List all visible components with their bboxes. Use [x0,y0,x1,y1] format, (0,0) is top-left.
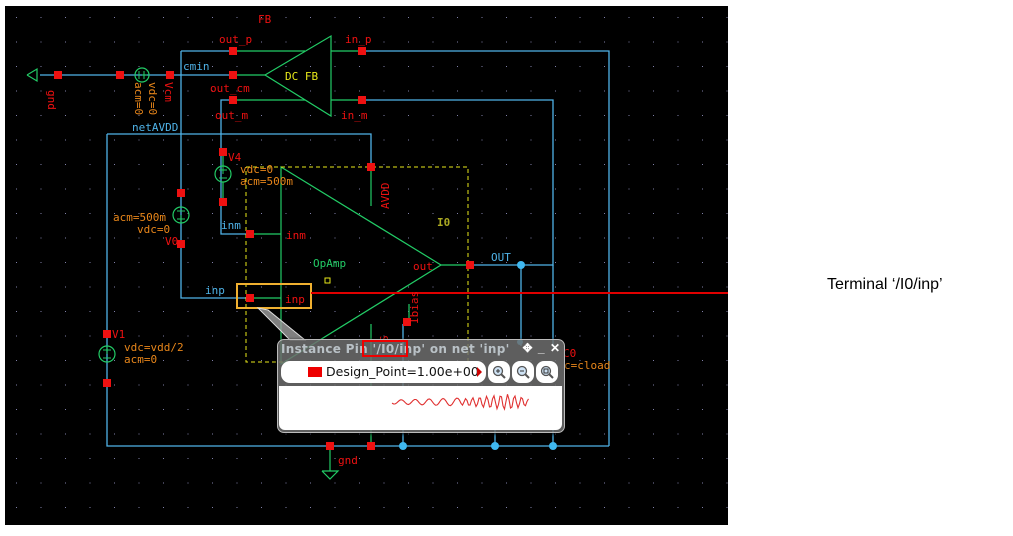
waveform-trace [391,394,529,411]
v1-acm-label: acm=0 [124,353,157,366]
c0-value-label: c=cload [564,359,610,372]
zoom-out-button[interactable] [512,361,534,383]
inp-pin-label: inp [285,293,305,306]
popup-title[interactable]: Instance Pin '/I0/inp' on net 'inp' [281,342,510,356]
c0-label: C0 [563,347,576,360]
out-m-label: out_m [215,109,248,122]
schematic-canvas[interactable]: FB out_p in_p cmin DC FB out_cm out_m in… [5,6,728,525]
design-point-color-swatch [308,367,322,377]
v0-vdc-label: vdc=0 [137,223,170,236]
out-cm-label: out_cm [210,82,250,95]
v4-acm-label: acm=500m [240,175,293,188]
zoom-in-button[interactable] [488,361,510,383]
v0-label: V0 [165,235,178,248]
v1-vdc-label: vdc=vdd/2 [124,341,184,354]
in-p-label: in_p [345,33,372,46]
minimize-button[interactable]: _ [537,341,545,355]
terminal-callout-label: Terminal ‘/I0/inp’ [827,276,943,293]
inm-pin-label: inm [286,229,306,242]
zoom-fit-icon [540,365,554,379]
cmin-label: cmin [183,60,210,73]
out-p-label: out_p [219,33,252,46]
grid-dots [5,6,728,525]
opamp-label: OpAmp [313,257,346,270]
vcm-label: Vcm [162,82,175,102]
selected-pin-highlight[interactable] [236,283,312,309]
instance-pin-popup[interactable]: Instance Pin '/I0/inp' on net 'inp' ✥ _ … [277,339,565,433]
i0-instance-label: I0 [437,216,450,229]
pins[interactable] [54,47,474,450]
inp-net-label: inp [205,284,225,297]
zoom-fit-button[interactable] [536,361,558,383]
s-pin-label: S [378,335,391,342]
inm-net-label: inm [221,219,241,232]
schematic-svg[interactable]: FB out_p in_p cmin DC FB out_cm out_m in… [5,6,728,525]
v4-vdc-label: vdc=0 [240,163,273,176]
fb-title: FB [258,13,272,26]
out-pin-label: out [413,260,433,273]
v4-label: V4 [228,151,242,164]
zoom-out-icon [516,365,530,379]
vcm-vdc-label: vdc=0 [146,82,159,115]
next-arrow-icon[interactable] [477,367,482,377]
in-m-label: in_m [341,109,368,122]
ibias-pin-label: Ibias [408,291,421,324]
popup-window-controls: ✥ _ ✕ [521,341,561,355]
gnd-left-label: gnd [45,90,58,110]
avdd-pin-label: AVDD [379,183,392,210]
design-point-selector[interactable]: Design_Point=1.00e+00 [281,361,486,383]
dc-fb-label: DC FB [285,70,318,83]
vcm-acm-label: acm=0 [132,82,145,115]
design-point-label: Design_Point=1.00e+00 [326,364,479,379]
zoom-in-icon [492,365,506,379]
close-button[interactable]: ✕ [549,341,560,355]
net-avdd-label: netAVDD [132,121,178,134]
v1-label: V1 [112,328,125,341]
source-signs [103,71,227,359]
v0-acm-label: acm=500m [113,211,166,224]
out-net-label: OUT [491,251,511,264]
waveform-svg [391,394,529,411]
gnd-bottom-label: gnd [338,454,358,467]
move-icon[interactable]: ✥ [522,341,533,355]
popup-title-highlight [362,340,408,357]
waveform-plot[interactable] [279,386,562,430]
